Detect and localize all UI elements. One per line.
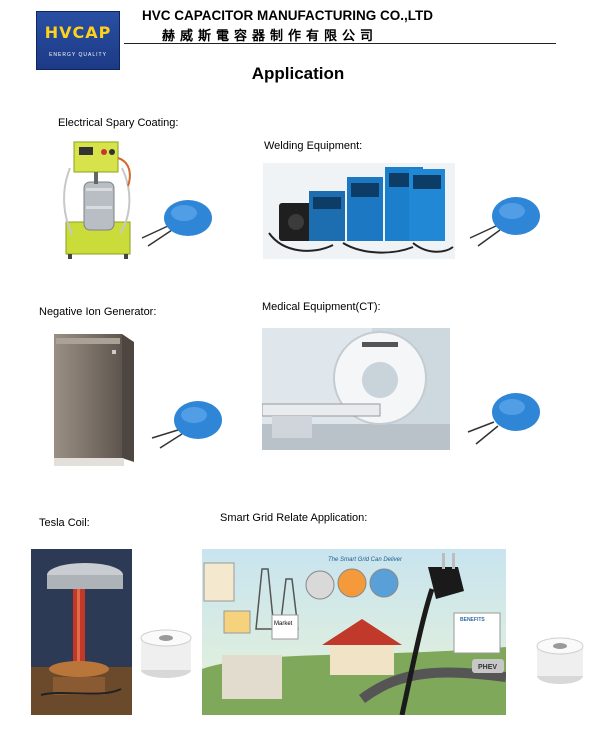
company-name-en: HVC CAPACITOR MANUFACTURING CO.,LTD (142, 8, 433, 23)
page-title: Application (251, 64, 345, 83)
blue-disc-capacitor-icon (140, 196, 214, 248)
blue-disc-capacitor-icon (150, 398, 224, 452)
label-electrical-spray-coating: Electrical Spary Coating: (58, 117, 179, 129)
smart-grid-box-label: BENEFITS (460, 617, 485, 623)
blue-disc-capacitor-icon (466, 390, 542, 446)
white-doorknob-capacitor-icon (139, 622, 193, 680)
spray-coating-machine-photo (60, 138, 136, 260)
label-medical-equipment-ct: Medical Equipment(CT): (262, 301, 381, 313)
label-welding-equipment: Welding Equipment: (264, 140, 363, 152)
label-negative-ion-generator: Negative Ion Generator: (39, 306, 157, 318)
smart-grid-market-label: Market (274, 621, 293, 627)
white-doorknob-capacitor-icon (535, 630, 585, 686)
header-divider (124, 43, 556, 44)
smart-grid-banner: The Smart Grid Can Deliver (328, 557, 403, 563)
company-name-cn: 赫威斯電容器制作有限公司 (162, 29, 379, 44)
negative-ion-generator-photo (52, 330, 136, 470)
company-logo: HVCAP ENERGY QUALITY (36, 11, 120, 70)
blue-disc-capacitor-icon (468, 194, 542, 248)
label-smart-grid-application: Smart Grid Relate Application: (220, 512, 368, 524)
label-tesla-coil: Tesla Coil: (39, 517, 90, 529)
welding-equipment-photo (263, 163, 455, 259)
smart-grid-diagram-photo: Market BENEFITS PHEV The Smart Grid Can … (202, 549, 506, 715)
ct-scanner-photo (262, 328, 450, 450)
logo-text: HVCAP (44, 23, 112, 42)
smart-grid-phev-label: PHEV (478, 664, 497, 671)
logo-tagline: ENERGY QUALITY (49, 52, 107, 58)
tesla-coil-photo (31, 549, 132, 715)
